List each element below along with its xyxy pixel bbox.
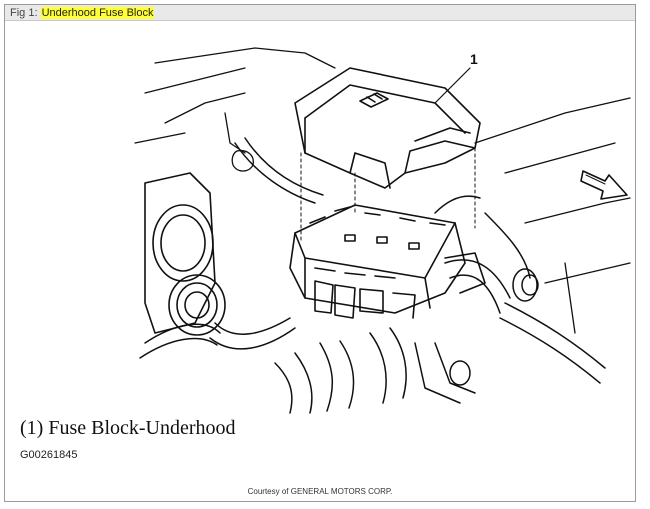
- fuse-block-line-drawing: 1: [134, 47, 631, 414]
- figure-label: Fig 1:: [10, 7, 38, 19]
- front-direction-arrow-icon: [580, 170, 628, 200]
- figure-title: Underhood Fuse Block: [40, 7, 155, 19]
- body-structure: [134, 47, 631, 334]
- callout-1-leader: 1: [434, 51, 478, 104]
- figure-frame: Fig 1: Underhood Fuse Block: [4, 4, 636, 502]
- callout-1-number: 1: [470, 51, 478, 67]
- fuse-block-cover: [294, 67, 481, 189]
- callout-1-description: (1) Fuse Block-Underhood: [20, 417, 236, 439]
- figure-header: Fig 1: Underhood Fuse Block: [5, 5, 635, 21]
- figure-id: G00261845: [20, 449, 78, 461]
- wiring-harnesses: [139, 137, 606, 414]
- courtesy-credit: Courtesy of GENERAL MOTORS CORP.: [247, 487, 393, 496]
- fuse-block-base: [289, 204, 486, 319]
- left-strut-tower: [144, 172, 226, 336]
